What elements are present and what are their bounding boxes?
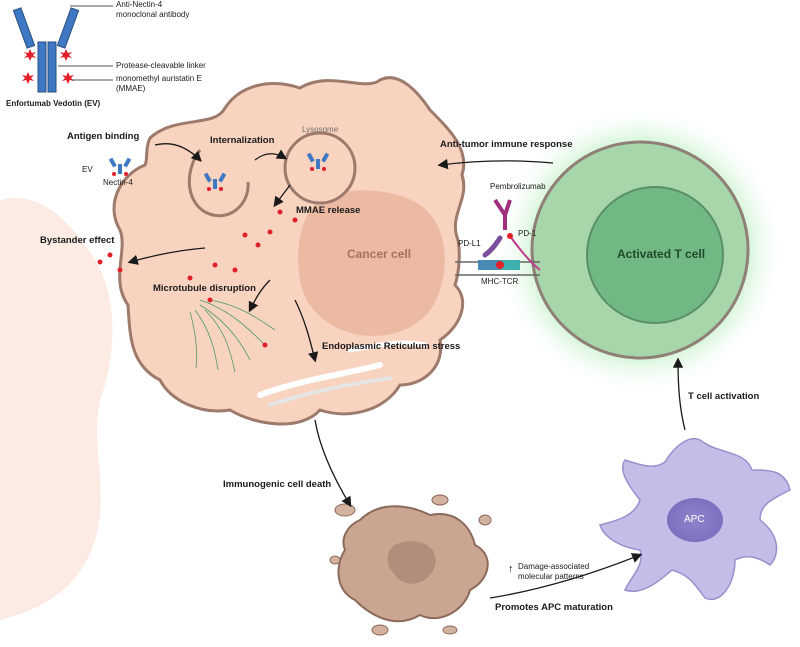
label-lysosome: Lysosome [302, 125, 339, 134]
cancer-cell-membrane [112, 76, 466, 426]
label-mhc-tcr: MHC-TCR [481, 277, 519, 286]
cancer-cell-nucleus [298, 190, 445, 336]
neighbor-cell-shape [0, 198, 113, 620]
label-ev: EV [82, 165, 93, 174]
internalization-pocket [187, 149, 250, 218]
legend-antibody-label-2: monoclonal antibody [116, 10, 190, 19]
damp-line-2: molecular patterns [518, 572, 584, 581]
legend-antibody-label-1: Anti-Nectin-4 [116, 0, 163, 9]
step-anti-tumor: Anti-tumor immune response [440, 139, 573, 150]
legend-drug-name: Enfortumab Vedotin (EV) [6, 99, 101, 108]
damp-line-1: Damage-associated [518, 562, 590, 571]
damp-arrow: ↑ [508, 563, 514, 575]
legend-antibody-diagram [12, 5, 113, 93]
label-apc: APC [684, 514, 705, 525]
step-microtubule-disruption: Microtubule disruption [153, 283, 256, 294]
dying-cell-core [387, 541, 436, 584]
label-pd-1: PD-1 [518, 229, 537, 238]
legend-mmae-label-2: (MMAE) [116, 84, 146, 93]
process-arrows [127, 143, 686, 599]
step-antigen-binding: Antigen binding [67, 131, 140, 142]
step-bystander-effect: Bystander effect [40, 235, 115, 246]
step-t-cell-activation: T cell activation [688, 391, 760, 402]
step-er-stress: Endoplasmic Reticulum stress [322, 341, 461, 352]
label-nectin4: Nectin-4 [103, 178, 133, 187]
apc-nucleus [667, 498, 723, 542]
label-t-cell: Activated T cell [617, 247, 706, 261]
label-pd-l1: PD-L1 [458, 239, 481, 248]
dying-cell-fragments [329, 494, 492, 636]
ev-binding-antibody [108, 157, 132, 176]
legend-mmae-label-1: monomethyl auristatin E [116, 74, 202, 83]
endoplasmic-reticulum [257, 340, 428, 407]
label-pembrolizumab: Pembrolizumab [490, 182, 546, 191]
step-internalization: Internalization [210, 135, 275, 146]
step-mmae-release: MMAE release [296, 205, 361, 216]
mmae-particles [97, 209, 298, 348]
label-cancer-cell: Cancer cell [347, 247, 412, 261]
microtubule-spindle [189, 299, 276, 373]
t-cell-inner [586, 186, 724, 324]
immune-synapse [455, 198, 541, 276]
legend-linker-label: Protease-cleavable linker [116, 61, 206, 70]
step-immunogenic-cell-death: Immunogenic cell death [223, 479, 332, 490]
step-promotes-apc: Promotes APC maturation [495, 602, 613, 613]
